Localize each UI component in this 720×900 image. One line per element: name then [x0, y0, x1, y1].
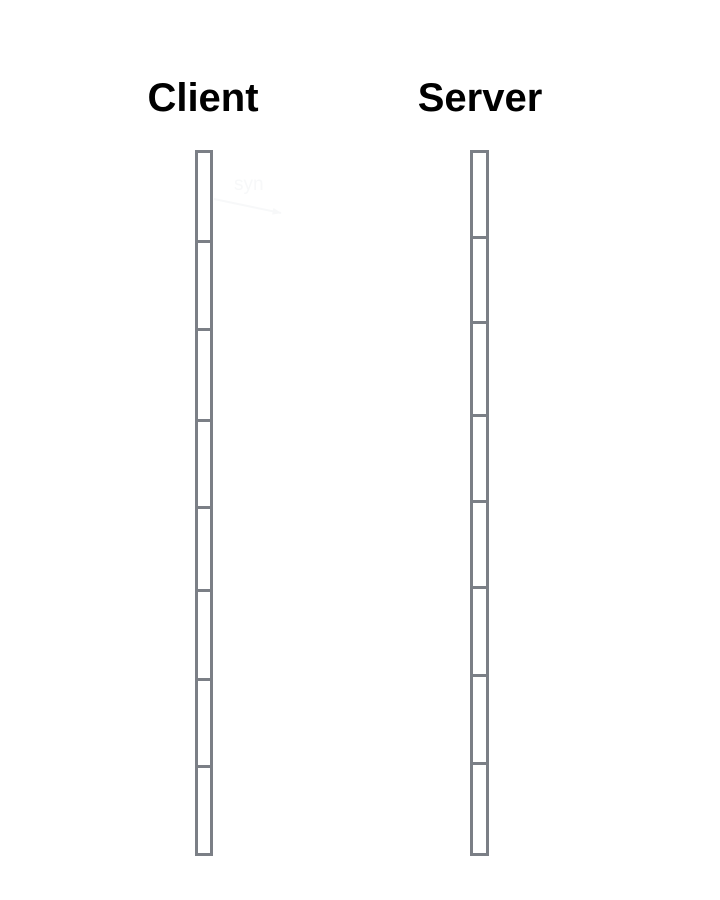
message-label-syn: syn: [234, 174, 264, 195]
lifeline-segment-server-2: [470, 235, 489, 325]
lifeline-segment-client-6: [195, 589, 213, 681]
actor-title-client: Client: [147, 76, 259, 120]
lifeline-segment-server-1: [470, 150, 489, 239]
lifeline-segment-client-8: [195, 765, 213, 856]
lifeline-segment-client-7: [195, 677, 213, 769]
lifeline-segment-server-6: [470, 586, 489, 677]
lifeline-segment-client-3: [195, 328, 213, 422]
lifeline-segment-server-8: [470, 762, 489, 857]
lifeline-segment-client-5: [195, 506, 213, 593]
lifeline-segment-client-2: [195, 239, 213, 332]
lifeline-segment-server-7: [470, 673, 489, 766]
lifeline-segment-server-3: [470, 321, 489, 417]
actor-title-server: Server: [417, 76, 543, 120]
message-arrow-syn: [213, 198, 282, 215]
lifeline-server: [470, 150, 489, 857]
lifeline-segment-server-5: [470, 499, 489, 590]
lifeline-segment-client-1: [195, 150, 213, 243]
lifeline-segment-server-4: [470, 413, 489, 503]
lifeline-client: [195, 150, 213, 856]
lifeline-segment-client-4: [195, 418, 213, 510]
